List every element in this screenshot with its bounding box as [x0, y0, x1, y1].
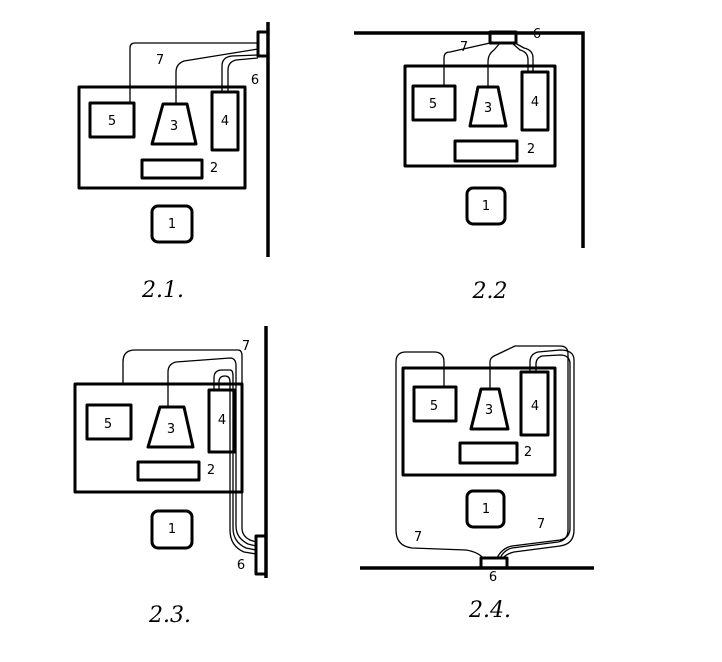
- unit-6: [479, 556, 509, 570]
- cable-7: [395, 351, 484, 559]
- cable-7: [514, 42, 534, 72]
- caption-2-1: 2.1.: [141, 278, 184, 303]
- cable-7: [221, 54, 259, 92]
- unit-1: [150, 204, 194, 244]
- cable-7: [489, 345, 569, 559]
- label-7-left: 7: [414, 530, 422, 545]
- label-5: 5: [430, 399, 438, 414]
- label-4: 4: [531, 95, 539, 110]
- unit-6: [256, 30, 270, 58]
- unit-3: [146, 405, 195, 449]
- wall: [354, 31, 585, 248]
- unit-4: [207, 388, 237, 454]
- cable-7: [443, 42, 491, 86]
- label-3: 3: [167, 422, 175, 437]
- unit-1: [150, 509, 194, 550]
- cable-7: [213, 369, 257, 551]
- unit-5: [88, 101, 136, 139]
- unit-5: [411, 84, 457, 122]
- label-3: 3: [484, 101, 492, 116]
- unit-6: [488, 30, 518, 45]
- label-2: 2: [527, 142, 535, 157]
- label-1: 1: [482, 199, 490, 214]
- label-7-right: 7: [537, 517, 545, 532]
- caption-2-4: 2.4.: [468, 598, 511, 623]
- label-4: 4: [221, 114, 229, 129]
- label-7: 7: [156, 53, 164, 68]
- label-7: 7: [460, 40, 468, 55]
- unit-3: [150, 102, 198, 146]
- label-4: 4: [218, 413, 226, 428]
- label-2: 2: [524, 445, 532, 460]
- cable-7: [129, 42, 258, 103]
- label-6: 6: [489, 570, 497, 585]
- diagram-2-1: 5 3 4 2 1 7 6 2.1.: [77, 22, 270, 303]
- unit-2: [136, 460, 201, 482]
- caption-2-3: 2.3.: [148, 603, 191, 628]
- label-1: 1: [168, 522, 176, 537]
- unit-4: [520, 70, 550, 132]
- unit-6: [254, 534, 268, 576]
- cable-7: [175, 48, 259, 104]
- unit-2: [453, 139, 519, 163]
- cable-7: [502, 349, 575, 559]
- cable-7: [122, 349, 257, 543]
- unit-3: [469, 387, 510, 431]
- label-1: 1: [168, 217, 176, 232]
- label-5: 5: [108, 114, 116, 129]
- unit-3: [468, 85, 508, 128]
- unit-2: [140, 158, 204, 180]
- label-6: 6: [533, 27, 541, 42]
- unit-2: [458, 441, 519, 465]
- label-2: 2: [207, 463, 215, 478]
- cable-7: [167, 357, 257, 547]
- label-2: 2: [210, 161, 218, 176]
- unit-4: [519, 370, 550, 437]
- label-6: 6: [251, 73, 259, 88]
- unit-5: [85, 403, 133, 441]
- label-5: 5: [104, 417, 112, 432]
- enclosure: [401, 366, 557, 477]
- diagram-2-2: 5 3 4 2 1 7 6 2.2: [354, 27, 585, 304]
- cable-7: [496, 354, 571, 559]
- caption-2-2: 2.2: [472, 279, 508, 304]
- cable-7: [511, 42, 529, 72]
- diagram-2-4: 5 3 4 2 1 7 7 6 2.4.: [360, 345, 594, 623]
- enclosure: [403, 64, 557, 168]
- unit-4: [210, 90, 240, 152]
- label-4: 4: [531, 399, 539, 414]
- label-3: 3: [485, 403, 493, 418]
- unit-1: [465, 489, 506, 529]
- label-7: 7: [242, 339, 250, 354]
- cable-7: [227, 57, 259, 92]
- label-3: 3: [170, 119, 178, 134]
- label-6: 6: [237, 558, 245, 573]
- unit-1: [465, 186, 507, 226]
- label-5: 5: [429, 97, 437, 112]
- unit-5: [412, 385, 458, 423]
- label-1: 1: [482, 502, 490, 517]
- enclosure: [77, 85, 247, 190]
- cable-7: [487, 42, 501, 87]
- diagram-2-3: 5 3 4 2 1 7 6 2.3.: [73, 326, 268, 628]
- cable-7: [218, 375, 257, 555]
